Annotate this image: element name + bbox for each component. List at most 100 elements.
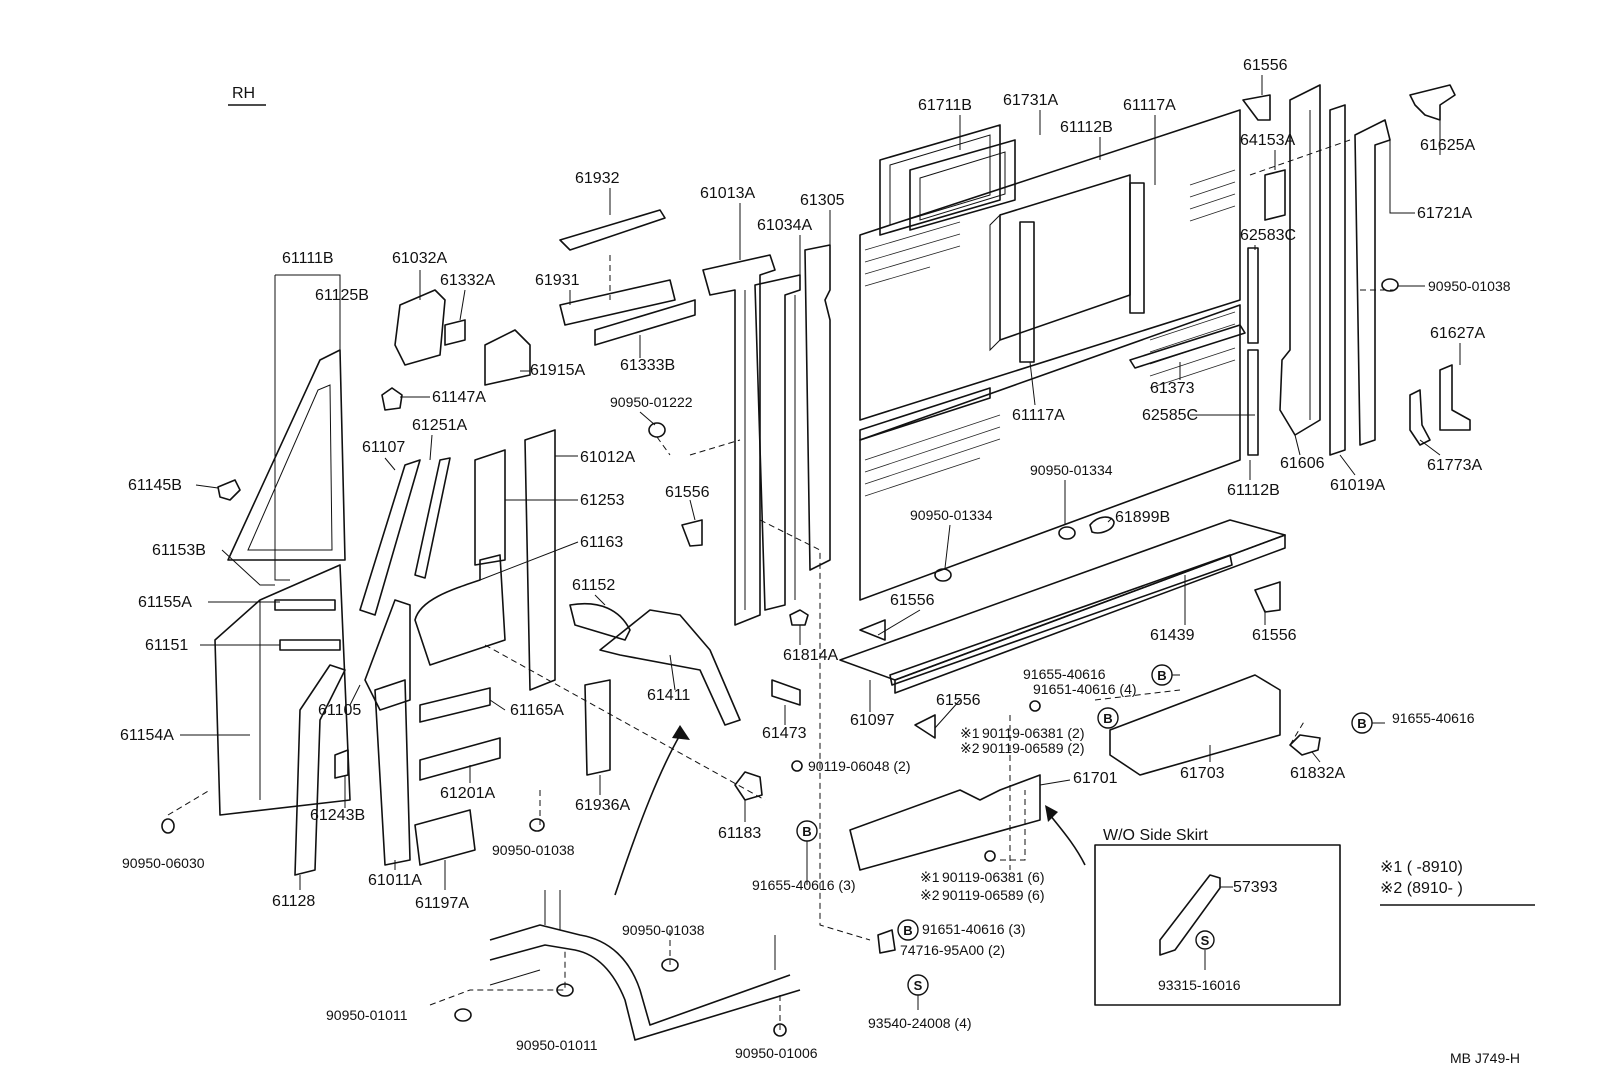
label-61019a: 61019A (1330, 477, 1385, 494)
label-90119-06381-2: 90119-06381 (2) (982, 725, 1084, 741)
part-labels: 61556 61711B 61731A 61117A 61112B 64153A… (120, 57, 1511, 1061)
label-61625a: 61625A (1420, 137, 1475, 154)
label-61201a: 61201A (440, 785, 495, 802)
label-91651-40616-3: 91651-40616 (3) (922, 921, 1026, 937)
label-61627a: 61627A (1430, 325, 1485, 342)
note-mark-2b: ※2 (920, 887, 940, 903)
part-61253 (474, 449, 506, 566)
arrow-up-left (614, 734, 681, 896)
label-90950-01011-a: 90950-01011 (326, 1007, 408, 1023)
label-61112b-low: 61112B (1227, 482, 1280, 499)
part-61814a (789, 609, 809, 626)
grommet-06030 (161, 818, 175, 834)
part-61243b (334, 749, 349, 779)
label-61154a: 61154A (120, 727, 174, 744)
part-62585c (1247, 349, 1259, 456)
label-91655-40616-a: 91655-40616 (1023, 666, 1106, 682)
part-61105 (364, 599, 411, 711)
arrow-up-right (1049, 814, 1086, 866)
part-61931 (559, 279, 676, 326)
bolt-90119-06381-b (984, 850, 996, 862)
dashed-leaders (167, 139, 1395, 1030)
label-61151: 61151 (145, 637, 188, 654)
label-90950-01038-b: 90950-01038 (492, 842, 575, 858)
part-61703 (1109, 674, 1281, 776)
label-61701: 61701 (1073, 770, 1118, 787)
part-61556-pad-b (1254, 581, 1281, 613)
part-61411 (599, 609, 741, 726)
part-61183 (734, 771, 763, 801)
svg-text:B: B (1103, 711, 1112, 726)
part-61332a (444, 319, 466, 346)
label-61097: 61097 (850, 712, 895, 729)
grommet-01011-a (454, 1008, 472, 1022)
part-62583c (1247, 247, 1259, 344)
front-door-glass (227, 349, 346, 561)
label-61112b-top: 61112B (1060, 119, 1113, 136)
label-61556-mid: 61556 (665, 484, 710, 501)
label-61899b: 61899B (1115, 509, 1170, 526)
label-61105: 61105 (318, 702, 361, 719)
label-90950-01011-b: 90950-01011 (516, 1037, 598, 1053)
label-61703: 61703 (1180, 765, 1225, 782)
grommet-01038-b (661, 958, 679, 972)
label-90119-06589-6: 90119-06589 (6) (942, 887, 1044, 903)
rear-pillars (1279, 84, 1391, 456)
label-57393: 57393 (1233, 879, 1278, 896)
bolt-90119-06381-a (1029, 700, 1041, 712)
label-61107: 61107 (362, 439, 405, 456)
rocker-panel (839, 519, 1286, 694)
arrowhead-right (1045, 805, 1058, 822)
fastener-s-inset-mark: S (1201, 933, 1210, 948)
label-61197a: 61197A (415, 895, 469, 912)
label-61305: 61305 (800, 192, 845, 209)
note-block: ※1 ( -8910) ※2 (8910- ) (1380, 859, 1535, 906)
label-61556-top: 61556 (1243, 57, 1288, 74)
label-61556-pad: 61556 (936, 692, 981, 709)
part-61556-top (1242, 94, 1271, 121)
label-61936a: 61936A (575, 797, 630, 814)
part-61556-pad-a (859, 619, 886, 641)
label-61147a: 61147A (432, 389, 486, 406)
svg-text:B: B (1357, 716, 1366, 731)
label-61439: 61439 (1150, 627, 1195, 644)
label-61155a: 61155A (138, 594, 192, 611)
part-61832a (1289, 734, 1321, 756)
label-61333b: 61333B (620, 357, 675, 374)
note-mark-1b: ※1 (920, 869, 940, 885)
label-61032a: 61032A (392, 250, 447, 267)
part-61556-pad-d (681, 519, 703, 547)
grommet-01006 (773, 1023, 787, 1037)
part-61773a (1409, 389, 1431, 446)
note-range-2: ※2 (8910- ) (1380, 880, 1463, 897)
part-61932 (559, 209, 666, 251)
label-93315-16016: 93315-16016 (1158, 977, 1241, 993)
part-61473 (771, 679, 801, 706)
label-61832a: 61832A (1290, 765, 1345, 782)
part-61556-pad-c (914, 714, 936, 739)
label-62583c: 62583C (1240, 227, 1296, 244)
part-61147a (381, 387, 403, 411)
label-61721a: 61721A (1417, 205, 1472, 222)
grommet-01222 (648, 422, 666, 438)
fastener-marks: B B B B B S (796, 664, 1385, 1010)
note-mark-1: ※1 (960, 725, 980, 741)
label-93540-24008: 93540-24008 (4) (868, 1015, 972, 1031)
label-61556-right: 61556 (1252, 627, 1297, 644)
label-61556-low: 61556 (890, 592, 935, 609)
label-61011a: 61011A (368, 872, 422, 889)
part-61165a (419, 687, 491, 723)
label-61473: 61473 (762, 725, 807, 742)
label-61111b: 61111B (282, 250, 334, 267)
grommet-right (1381, 278, 1399, 292)
label-61013a: 61013A (700, 185, 755, 202)
label-91651-40616-4: 91651-40616 (4) (1033, 681, 1137, 697)
part-61701 (849, 774, 1041, 871)
label-61117a-top: 61117A (1123, 97, 1176, 114)
label-leaders (180, 75, 1461, 890)
side-panel-upper (859, 109, 1241, 601)
label-61731a: 61731A (1003, 92, 1058, 109)
label-90950-01038-right: 90950-01038 (1428, 278, 1511, 294)
part-61915a (484, 329, 531, 386)
label-90950-01334-b: 90950-01334 (910, 507, 993, 523)
